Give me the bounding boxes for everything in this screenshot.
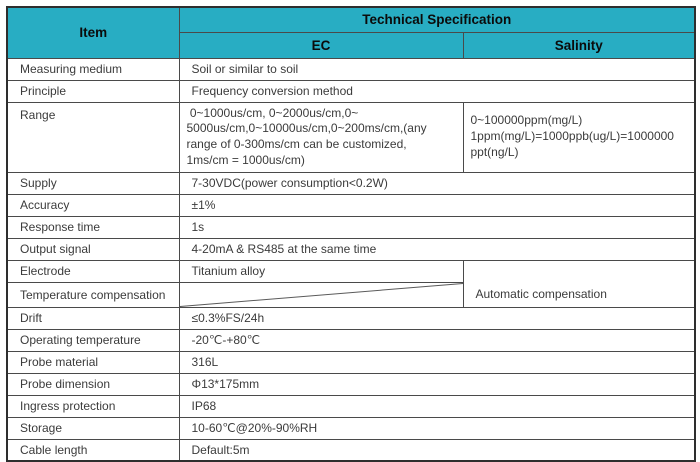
value-cell: 316L (178, 350, 696, 374)
value-cell: IP68 (178, 394, 696, 418)
header-item: Item (6, 6, 180, 59)
item-label: Drift (6, 306, 180, 330)
item-label: Response time (6, 215, 180, 239)
item-label: Cable length (6, 438, 180, 462)
item-label: Principle (6, 79, 180, 103)
spec-row-output-signal: Output signal 4-20mA & RS485 at the same… (6, 237, 696, 261)
temperature-compensation-ec-cell (178, 281, 464, 308)
spec-row-probe-material: Probe material 316L (6, 350, 696, 374)
value-cell: 7-30VDC(power consumption<0.2W) (178, 171, 696, 195)
spec-row-electrode: Electrode Titanium alloy Automatic compe… (6, 259, 696, 308)
item-label: Electrode (6, 259, 180, 283)
item-label: Measuring medium (6, 57, 180, 81)
spec-row-drift: Drift ≤0.3%FS/24h (6, 306, 696, 330)
technical-specification-table: Item Technical Specification EC Salinity… (6, 6, 697, 462)
value-cell: 10-60℃@20%-90%RH (178, 416, 696, 440)
header-title: Technical Specification (178, 6, 696, 33)
value-cell: Default:5m (178, 438, 696, 462)
range-salinity-cell: 0~100000ppm(mg/L) 1ppm(mg/L)=1000ppb(ug/… (462, 101, 696, 173)
value-cell: Φ13*175mm (178, 372, 696, 396)
header-col-ec: EC (178, 31, 464, 59)
spec-row-measuring-medium: Measuring medium Soil or similar to soil (6, 57, 696, 81)
item-label: Storage (6, 416, 180, 440)
item-label: Ingress protection (6, 394, 180, 418)
item-label: Temperature compensation (6, 281, 180, 308)
item-label: Probe dimension (6, 372, 180, 396)
item-label: Accuracy (6, 193, 180, 217)
electrode-ec-cell: Titanium alloy (178, 259, 464, 283)
value-cell: 4-20mA & RS485 at the same time (178, 237, 696, 261)
range-ec-cell: 0~1000us/cm, 0~2000us/cm,0~ 5000us/cm,0~… (178, 101, 464, 173)
item-label: Output signal (6, 237, 180, 261)
spec-row-cable-length: Cable length Default:5m (6, 438, 696, 462)
spec-row-temperature-compensation: Temperature compensation (6, 281, 695, 308)
spec-row-operating-temperature: Operating temperature -20℃-+80℃ (6, 328, 696, 352)
spec-row-supply: Supply 7-30VDC(power consumption<0.2W) (6, 171, 696, 195)
spec-row-storage: Storage 10-60℃@20%-90%RH (6, 416, 696, 440)
value-cell: 1s (178, 215, 696, 239)
value-cell: Soil or similar to soil (178, 57, 696, 81)
value-cell: ±1% (178, 193, 696, 217)
na-diagonal-line (180, 283, 463, 307)
spec-row-ingress-protection: Ingress protection IP68 (6, 394, 696, 418)
item-label: Range (6, 101, 180, 173)
spec-row-probe-dimension: Probe dimension Φ13*175mm (6, 372, 696, 396)
header-row-title: Item Technical Specification (6, 6, 696, 59)
spec-row-accuracy: Accuracy ±1% (6, 193, 696, 217)
item-label: Supply (6, 171, 180, 195)
spec-row-principle: Principle Frequency conversion method (6, 79, 696, 103)
header-row-columns: EC Salinity (7, 31, 696, 59)
item-label: Probe material (6, 350, 180, 374)
spec-row-response-time: Response time 1s (6, 215, 696, 239)
value-cell: ≤0.3%FS/24h (178, 306, 696, 330)
temperature-compensation-salinity-cell: Automatic compensation (462, 259, 696, 308)
value-cell: Frequency conversion method (178, 79, 696, 103)
spec-row-range: Range 0~1000us/cm, 0~2000us/cm,0~ 5000us… (6, 101, 696, 173)
item-label: Operating temperature (6, 328, 180, 352)
value-cell: -20℃-+80℃ (178, 328, 696, 352)
header-col-salinity: Salinity (462, 31, 696, 59)
